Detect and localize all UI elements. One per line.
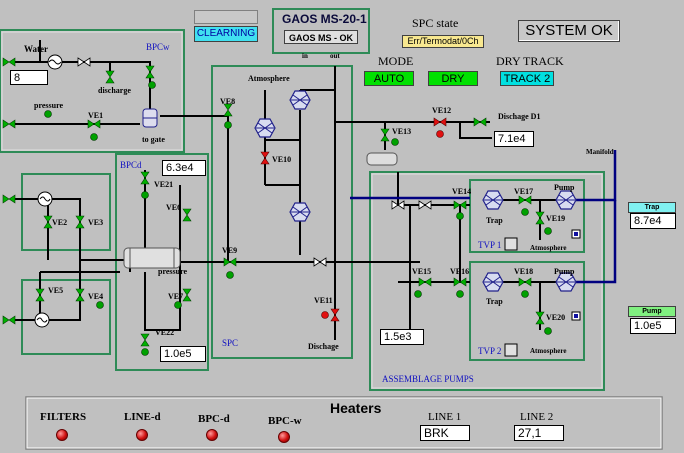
ve21-label: VE21 bbox=[154, 180, 174, 189]
line2-label: LINE 2 bbox=[520, 411, 554, 423]
discharge-d1-label: Dischage D1 bbox=[498, 112, 541, 121]
mode-label: MODE bbox=[378, 54, 414, 68]
tvp1-ve19-label: VE19 bbox=[546, 214, 566, 223]
ve22-label: VE22 bbox=[155, 328, 175, 337]
spc-title: SPC bbox=[222, 338, 239, 348]
line2-value: 27,1 bbox=[514, 425, 564, 441]
tvp1-atmosphere-label: Atmosphere bbox=[530, 244, 567, 252]
heater-bpc-d-lamp bbox=[206, 429, 218, 441]
bpcd-title: BPCd bbox=[120, 160, 142, 170]
pressure-label: pressure bbox=[34, 101, 64, 110]
ve6-label: VE6 bbox=[166, 203, 182, 212]
spc-discharge-label: Dischage bbox=[308, 342, 339, 351]
tvp2-trap-label: Trap bbox=[486, 297, 503, 306]
tvp2-atmosphere-label: Atmosphere bbox=[530, 347, 567, 355]
tvp1-trap-label: Trap bbox=[486, 216, 503, 225]
tvp1-pump-label: Pump bbox=[554, 183, 575, 192]
bpcd-value-top: 6.3e4 bbox=[162, 160, 206, 176]
tvp2-ve18-label: VE18 bbox=[514, 267, 534, 276]
bpcw-panel bbox=[0, 29, 185, 153]
ve7-label: VE7 bbox=[168, 292, 184, 301]
pump-label: Pump bbox=[628, 306, 676, 317]
discharge-label: discharge bbox=[98, 86, 131, 95]
ve10-label: VE10 bbox=[272, 155, 292, 164]
ve16-label: VE16 bbox=[450, 267, 470, 276]
ve5-label: VE5 bbox=[48, 286, 64, 295]
ve8-label: VE8 bbox=[220, 97, 236, 106]
discharge-d1-value: 7.1e4 bbox=[494, 131, 534, 147]
heater-line-d-lamp bbox=[136, 429, 148, 441]
gaos-out-label: out bbox=[330, 52, 340, 60]
ve9-label: VE9 bbox=[222, 246, 238, 255]
heater-line-d-label: LINE-d bbox=[124, 411, 161, 423]
ve15-label: VE15 bbox=[412, 267, 432, 276]
gaos-status: GAOS MS - OK bbox=[284, 30, 358, 44]
tvp2-ve20-label: VE20 bbox=[546, 313, 566, 322]
line1-value: BRK bbox=[420, 425, 470, 441]
tvp2-pump-label: Pump bbox=[554, 267, 575, 276]
dry-button[interactable]: DRY bbox=[428, 71, 478, 86]
line1-label: LINE 1 bbox=[428, 411, 462, 423]
heater-filters-label: FILTERS bbox=[40, 411, 87, 423]
manifold-label: Manifold bbox=[586, 148, 614, 156]
ve12-label: VE12 bbox=[432, 106, 452, 115]
heater-bpc-w-label: BPC-w bbox=[268, 415, 302, 427]
track-button[interactable]: TRACK 2 bbox=[500, 71, 554, 86]
bpcd-pressure-label: pressure bbox=[158, 267, 188, 276]
dry-track-label: DRY TRACK bbox=[496, 54, 564, 68]
ve14-label: VE14 bbox=[452, 187, 472, 196]
system-status: SYSTEM OK bbox=[518, 20, 620, 42]
ve3-label: VE3 bbox=[88, 218, 104, 227]
clearning-button[interactable]: CLEARNING bbox=[194, 26, 258, 42]
tvp1-title: TVP 1 bbox=[478, 240, 502, 250]
trap-value: 8.7e4 bbox=[630, 213, 676, 229]
ve4-label: VE4 bbox=[88, 292, 104, 301]
ve2-label: VE2 bbox=[52, 218, 68, 227]
spc-state-value: Err/Termodat/0Ch bbox=[402, 35, 484, 48]
heater-bpc-d-label: BPC-d bbox=[198, 413, 230, 425]
bpcd-value-bottom: 1.0e5 bbox=[160, 346, 206, 362]
gaos-in-label: in bbox=[302, 52, 308, 60]
gaos-title: GAOS MS-20-1 bbox=[282, 12, 367, 26]
pump-value: 1.0e5 bbox=[630, 318, 676, 334]
atmosphere-label: Atmosphere bbox=[248, 74, 290, 83]
heaters-title: Heaters bbox=[330, 400, 382, 416]
trap-label: Trap bbox=[628, 202, 676, 213]
bpcw-title: BPCw bbox=[146, 42, 170, 52]
tvp2-title: TVP 2 bbox=[478, 346, 502, 356]
mode-auto-button[interactable]: AUTO bbox=[364, 71, 414, 86]
water-label: Water bbox=[24, 44, 48, 54]
ve11-label: VE11 bbox=[314, 296, 333, 305]
pumps-value: 1.5e3 bbox=[380, 329, 424, 345]
heater-bpc-w-lamp bbox=[278, 431, 290, 443]
to-gate-label: to gate bbox=[142, 135, 165, 144]
spc-state-label: SPC state bbox=[412, 16, 459, 30]
heater-filters-lamp bbox=[56, 429, 68, 441]
gaos-panel: GAOS MS-20-1 GAOS MS - OK bbox=[272, 8, 370, 54]
ve1-label: VE1 bbox=[88, 111, 104, 120]
assemblage-pumps-title: ASSEMBLAGE PUMPS bbox=[382, 374, 474, 384]
ve13-label: VE13 bbox=[392, 127, 412, 136]
water-value: 8 bbox=[10, 70, 48, 85]
blank-button[interactable] bbox=[194, 10, 258, 24]
tvp1-ve17-label: VE17 bbox=[514, 187, 534, 196]
